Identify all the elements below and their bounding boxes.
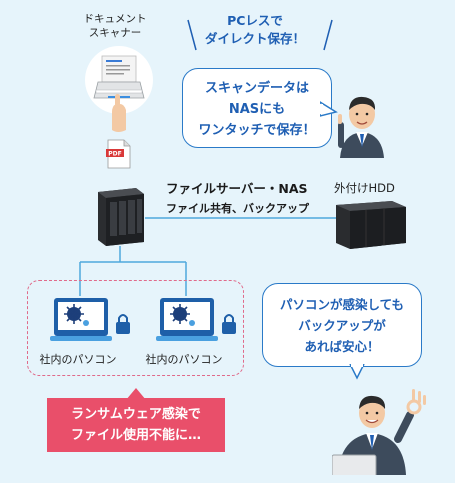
- speech-bottom-line1: パソコンが感染しても: [279, 297, 404, 312]
- speech-bubble-top-tail: [320, 101, 338, 117]
- external-hdd-icon: [336, 201, 406, 249]
- pdf-icon-text: PDF: [108, 151, 121, 158]
- scanner-label-line2: スキャナー: [88, 27, 142, 39]
- nas-subtitle: ファイル共有、バックアップ: [166, 202, 309, 215]
- scanner-label-line1: ドキュメント: [83, 13, 147, 25]
- infected-pcs-area: [27, 280, 244, 376]
- virus-icon: [64, 304, 89, 326]
- speech-top-line2: NASにも: [228, 102, 286, 117]
- speech-top-line1: スキャンデータは: [204, 81, 309, 96]
- document-scanner-icon: [85, 46, 153, 132]
- speech-bubble-bottom: [262, 283, 422, 367]
- headline-left-slash: [187, 19, 197, 51]
- speech-bubble-bottom-tail: [349, 364, 365, 380]
- lock-icon: [222, 314, 236, 334]
- infected-pc-2: [156, 298, 236, 341]
- pdf-file-icon: PDF: [106, 139, 131, 169]
- speech-bottom-line2: バックアップが: [298, 318, 386, 333]
- speech-top-line3: ワンタッチで保存！: [198, 123, 316, 138]
- nas-server-icon: [98, 188, 144, 246]
- warning-pointer: [126, 388, 146, 400]
- businessman-pointing-icon: [338, 96, 384, 158]
- scanner-label: ドキュメント スキャナー: [60, 12, 170, 40]
- speech-bubble-top-text: スキャンデータは NASにも ワンタッチで保存！: [182, 78, 332, 141]
- headline-right-slash: [323, 19, 333, 51]
- headline-line2: ダイレクト保存！: [204, 31, 305, 46]
- speech-bottom-line3: あれば安心！: [304, 339, 380, 354]
- pc-less-headline: PCレスで ダイレクト保存！: [190, 12, 320, 48]
- office-pc-label-2: 社内のパソコン: [145, 353, 223, 366]
- businessman-ok-gesture-icon: [332, 389, 426, 475]
- nas-title: ファイルサーバー・NAS: [166, 181, 308, 196]
- speech-bubble-bottom-text: パソコンが感染しても バックアップが あれば安心！: [262, 294, 422, 357]
- warning-line2: ファイル使用不能に…: [70, 428, 201, 443]
- laptop-icon: [332, 454, 377, 475]
- ransomware-warning-box: [47, 398, 225, 452]
- speech-bubble-top: [182, 68, 332, 148]
- external-hdd-label: 外付けHDD: [334, 181, 395, 195]
- infected-pc-1: [50, 298, 130, 341]
- office-pc-label-1: 社内のパソコン: [39, 353, 117, 366]
- lock-icon: [116, 314, 130, 334]
- virus-icon: [170, 304, 195, 326]
- headline-line1: PCレスで: [227, 13, 283, 28]
- warning-line1: ランサムウェア感染で: [71, 407, 201, 422]
- ransomware-warning-text: ランサムウェア感染で ファイル使用不能に…: [47, 404, 225, 446]
